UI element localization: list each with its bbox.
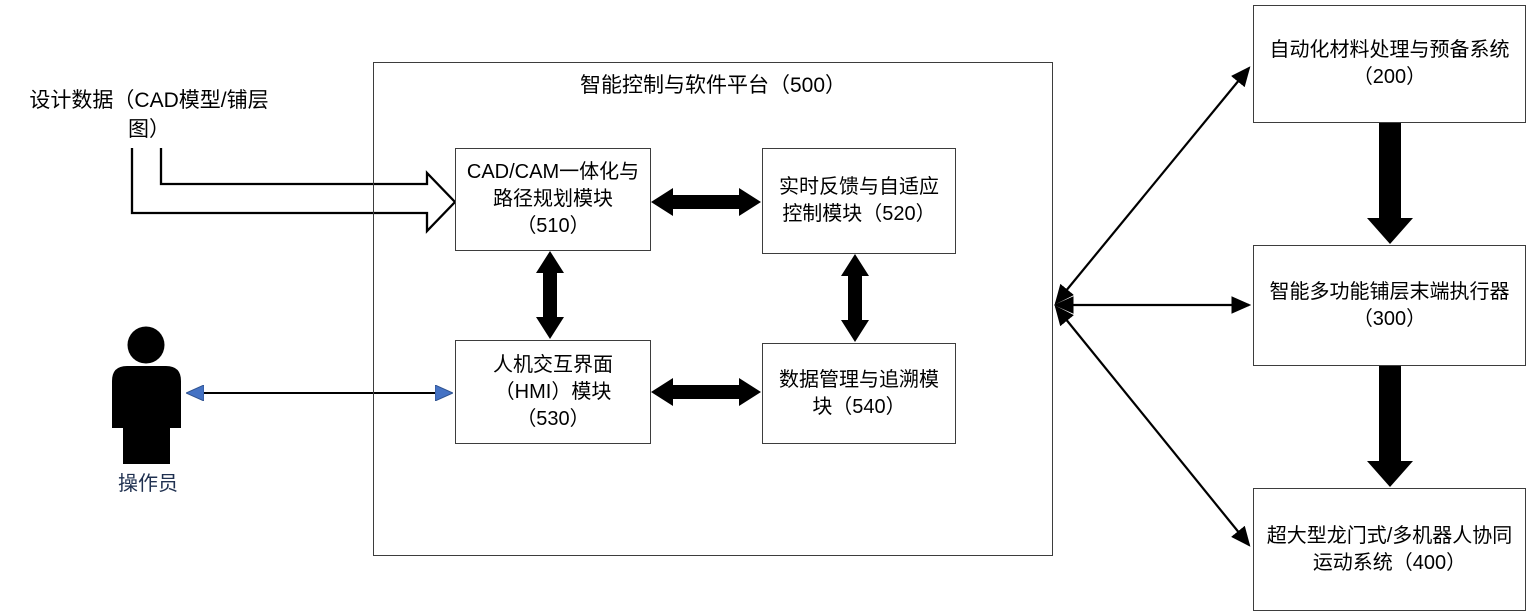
arrow-200-300 — [1367, 123, 1413, 244]
arrow-530-540 — [651, 378, 761, 406]
system-300-box: 智能多功能铺层末端执行器 （300） — [1253, 245, 1526, 366]
module-530-line2: （HMI）模块 — [494, 380, 612, 403]
arrow-520-540 — [841, 254, 869, 342]
module-520-box: 实时反馈与自适应 控制模块（520） — [762, 148, 956, 254]
system-200-line1: 自动化材料处理与预备系统 — [1269, 39, 1510, 61]
module-530-line1: 人机交互界面 — [493, 353, 613, 376]
system-200-line2: （200） — [1352, 66, 1427, 88]
module-540-line2: 块（540） — [812, 395, 906, 418]
module-510-line1: CAD/CAM一体化与 — [466, 161, 640, 183]
system-400-box: 超大型龙门式/多机器人协同 运动系统（400） — [1253, 488, 1526, 611]
module-510-line2: 路径规划模块 — [493, 188, 613, 210]
module-510-box: CAD/CAM一体化与 路径规划模块 （510） — [455, 148, 651, 251]
system-400-line2: 运动系统（400） — [1312, 551, 1467, 574]
module-520-line1: 实时反馈与自适应 — [779, 176, 939, 198]
arrow-510-530 — [536, 251, 564, 339]
design-data-line2: 图） — [128, 118, 170, 141]
arrow-platform-400 — [1054, 305, 1251, 547]
system-400-line1: 超大型龙门式/多机器人协同 — [1266, 524, 1513, 547]
operator-label: 操作员 — [118, 473, 178, 495]
platform-500-box — [373, 62, 1053, 556]
operator-icon — [112, 326, 181, 464]
module-530-line3: （530） — [516, 407, 590, 430]
module-510-line3: （510） — [516, 215, 590, 237]
module-540-line1: 数据管理与追溯模 — [779, 368, 939, 391]
system-200-box: 自动化材料处理与预备系统 （200） — [1253, 5, 1526, 123]
design-data-label: 设计数据（CAD模型/铺层 图） — [6, 86, 292, 144]
design-data-line1: 设计数据（CAD模型/铺层 — [29, 89, 269, 112]
module-520-line2: 控制模块（520） — [782, 203, 936, 225]
system-300-line1: 智能多功能铺层末端执行器 — [1269, 280, 1510, 303]
system-300-line2: （300） — [1352, 307, 1427, 330]
module-540-box: 数据管理与追溯模 块（540） — [762, 343, 956, 444]
platform-500-title: 智能控制与软件平台（500） — [579, 74, 847, 97]
arrow-platform-200 — [1054, 66, 1251, 305]
module-530-box: 人机交互界面 （HMI）模块 （530） — [455, 340, 651, 444]
arrow-510-520 — [651, 188, 761, 216]
arrow-300-400 — [1367, 366, 1413, 487]
